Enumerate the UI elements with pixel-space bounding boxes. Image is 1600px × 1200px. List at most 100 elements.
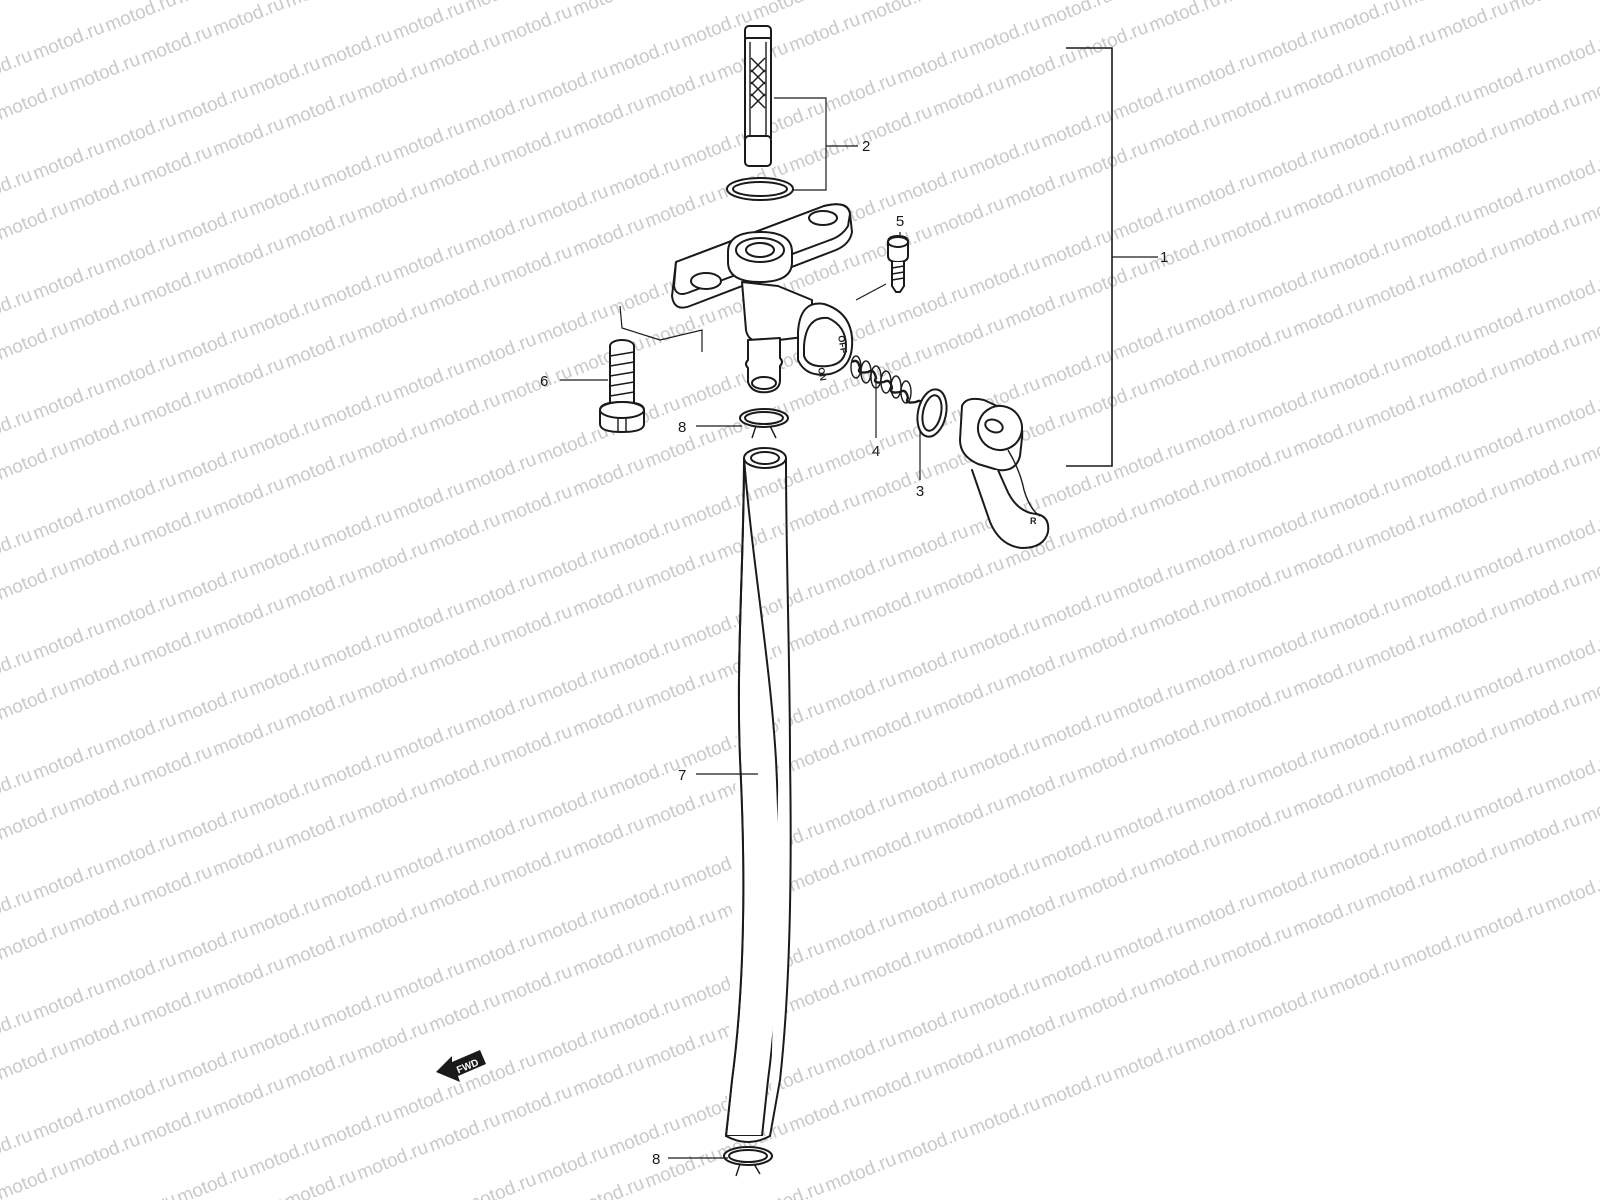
watermark-text: motod.ru [606,753,683,801]
watermark-text: motod.ru [1218,921,1295,969]
watermark-text: motod.ru [1290,893,1367,941]
watermark-text: motod.ru [66,889,143,937]
watermark-text: motod.ru [606,873,683,921]
watermark-text: motod.ru [66,169,143,217]
watermark-text: motod.ru [282,805,359,853]
watermark-text: motod.ru [1578,421,1600,469]
watermark-text: motod.ru [1434,717,1511,765]
watermark-text: motod.ru [642,305,719,353]
watermark-text: motod.ru [426,629,503,677]
watermark-text: motod.ru [30,857,107,905]
watermark-text: motod.ru [1290,413,1367,461]
watermark-text: motod.ru [642,545,719,593]
watermark-text: motod.ru [1002,645,1079,693]
watermark-text: motod.ru [1110,917,1187,965]
watermark-text: motod.ru [138,501,215,549]
callout-2: 2 [862,138,870,155]
watermark-text: motod.ru [282,1165,359,1200]
watermark-text: motod.ru [1074,857,1151,905]
watermark-text: motod.ru [246,653,323,701]
watermark-text: motod.ru [0,197,71,245]
watermark-text: motod.ru [174,0,251,9]
watermark-text: motod.ru [1506,449,1583,497]
watermark-text: motod.ru [174,1041,251,1089]
watermark-text: motod.ru [1038,105,1115,153]
watermark-text: motod.ru [210,233,287,281]
watermark-text: motod.ru [354,177,431,225]
watermark-text: motod.ru [102,349,179,397]
watermark-text: motod.ru [606,993,683,1041]
part-screw-6 [599,339,645,433]
watermark-text: motod.ru [210,1193,287,1200]
watermark-text: motod.ru [174,321,251,369]
watermark-text: motod.ru [1398,805,1475,853]
watermark-text: motod.ru [1182,289,1259,337]
watermark-text: motod.ru [606,633,683,681]
watermark-text: motod.ru [750,1177,827,1200]
watermark-text: motod.ru [930,0,1007,1]
watermark-text: motod.ru [246,1133,323,1181]
watermark-text: motod.ru [318,865,395,913]
watermark-text: motod.ru [1146,589,1223,637]
watermark-text: motod.ru [1362,625,1439,673]
callout-6: 6 [540,373,548,390]
watermark-text: motod.ru [1398,925,1475,973]
watermark-text: motod.ru [1254,741,1331,789]
watermark-text: motod.ru [1326,833,1403,881]
watermark-text: motod.ru [822,69,899,117]
watermark-text: motod.ru [678,365,755,413]
watermark-text: motod.ru [0,165,35,213]
watermark-text: motod.ru [138,261,215,309]
watermark-text: motod.ru [1542,29,1600,77]
watermark-text: motod.ru [1218,441,1295,489]
watermark-text: motod.ru [1218,0,1295,9]
watermark-text: motod.ru [1038,465,1115,513]
watermark-text: motod.ru [534,661,611,709]
watermark-text: motod.ru [174,1161,251,1200]
watermark-text: motod.ru [1002,885,1079,933]
watermark-text: motod.ru [0,45,35,93]
watermark-text: motod.ru [1110,797,1187,845]
callout-5: 5 [896,213,904,230]
watermark-text: motod.ru [174,561,251,609]
watermark-text: motod.ru [1254,981,1331,1029]
watermark-text: motod.ru [1182,649,1259,697]
watermark-text: motod.ru [462,0,539,17]
watermark-text: motod.ru [102,829,179,877]
lever-off-marking: OFF [836,335,849,355]
watermark-text: motod.ru [1542,389,1600,437]
watermark-text: motod.ru [570,453,647,501]
watermark-text: motod.ru [534,301,611,349]
watermark-text: motod.ru [0,557,71,605]
watermark-text: motod.ru [1578,781,1600,829]
leader-lines [560,97,921,1159]
part-lever: R [959,397,1050,549]
watermark-text: motod.ru [282,445,359,493]
watermark-text: motod.ru [1290,53,1367,101]
watermark-text: motod.ru [426,509,503,557]
watermark-text: motod.ru [1038,345,1115,393]
watermark-text: motod.ru [1362,25,1439,73]
watermark-text: motod.ru [1290,533,1367,581]
watermark-text: motod.ru [750,0,827,25]
watermark-text: motod.ru [498,361,575,409]
watermark-text: motod.ru [102,949,179,997]
watermark-text: motod.ru [930,313,1007,361]
watermark-text: motod.ru [1254,21,1331,69]
watermark-text: motod.ru [1434,357,1511,405]
watermark-text: motod.ru [0,437,71,485]
watermark-text: motod.ru [354,537,431,585]
watermark-text: motod.ru [1074,617,1151,665]
watermark-text: motod.ru [390,477,467,525]
watermark-text: motod.ru [426,269,503,317]
watermark-text: motod.ru [1398,325,1475,373]
watermark-text: motod.ru [1326,593,1403,641]
watermark-text: motod.ru [1470,777,1547,825]
watermark-text: motod.ru [1218,81,1295,129]
watermark-text: motod.ru [0,77,71,125]
watermark-text: motod.ru [534,61,611,109]
watermark-text: motod.ru [1398,565,1475,613]
watermark-text: motod.ru [318,985,395,1033]
watermark-text: motod.ru [0,765,35,813]
